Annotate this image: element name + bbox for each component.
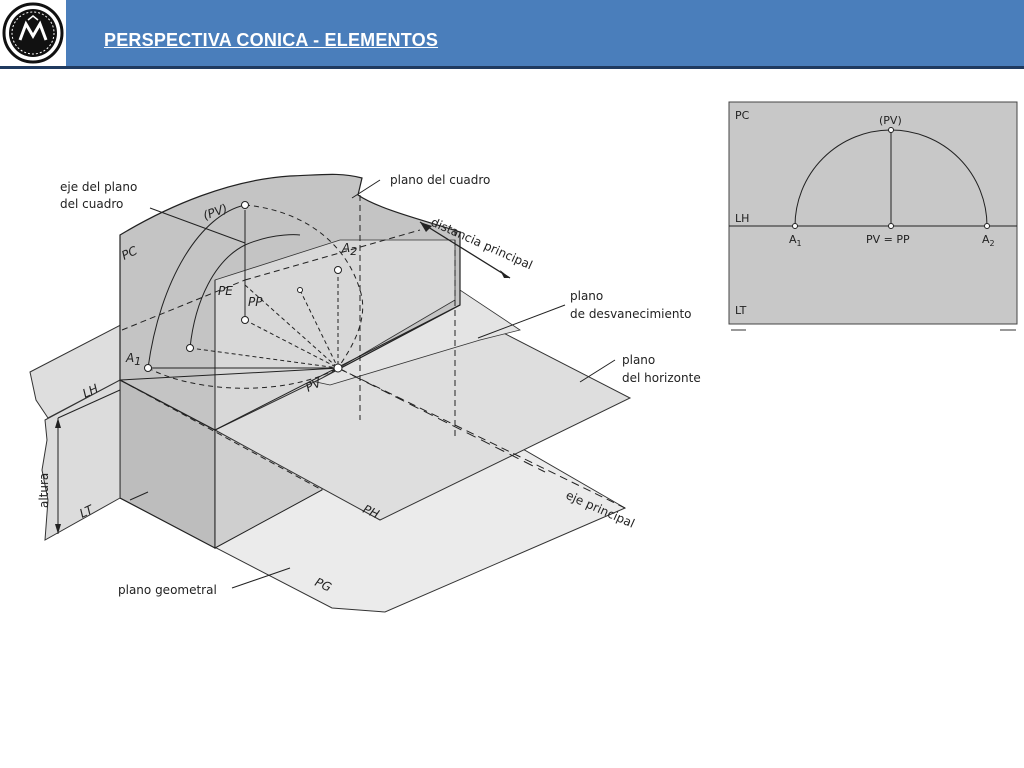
label-eje-plano-2: del cuadro xyxy=(60,197,123,211)
label-horizonte-1: plano xyxy=(622,353,655,367)
label-a2: A2 xyxy=(341,241,357,258)
label-a1: A1 xyxy=(125,351,141,368)
altura-block xyxy=(41,379,121,541)
slide-title: PERSPECTIVA CONICA - ELEMENTOS xyxy=(104,30,439,50)
label-plano-geometral: plano geometral xyxy=(118,583,217,597)
label-pc: PC xyxy=(119,243,140,263)
label-ph: PH xyxy=(361,502,382,521)
header-divider xyxy=(0,66,1024,69)
label-plano-cuadro: plano del cuadro xyxy=(390,173,490,187)
logo-seal-icon xyxy=(2,2,64,64)
label-pe: PE xyxy=(218,284,233,298)
label-lh: LH xyxy=(80,381,100,400)
label-pg: PG xyxy=(313,575,334,595)
slide-header xyxy=(0,0,1024,66)
label-desvanecimiento-2: de desvanecimiento xyxy=(570,307,692,321)
label-altura: altura xyxy=(37,473,51,508)
label-pv: PV xyxy=(303,375,324,395)
label-eje-plano-1: eje del plano xyxy=(60,180,137,194)
label-pp: PP xyxy=(248,295,263,309)
label-horizonte-2: del horizonte xyxy=(622,371,701,385)
label-desvanecimiento-1: plano xyxy=(570,289,603,303)
logo-container xyxy=(0,0,66,66)
